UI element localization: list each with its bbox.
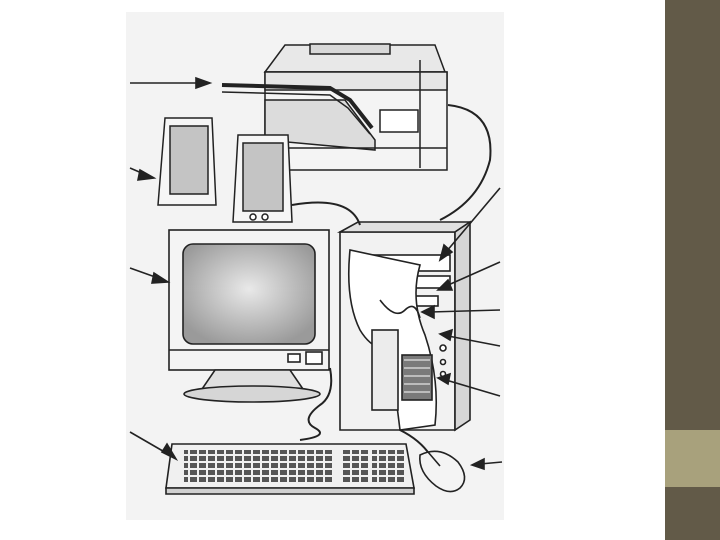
keyboard-icon [166, 444, 414, 494]
sidebar-top [665, 0, 720, 430]
sidebar-bottom [665, 487, 720, 540]
slide-sidebar [665, 0, 720, 540]
computer-system-illustration [126, 12, 506, 522]
sidebar-accent [665, 430, 720, 487]
